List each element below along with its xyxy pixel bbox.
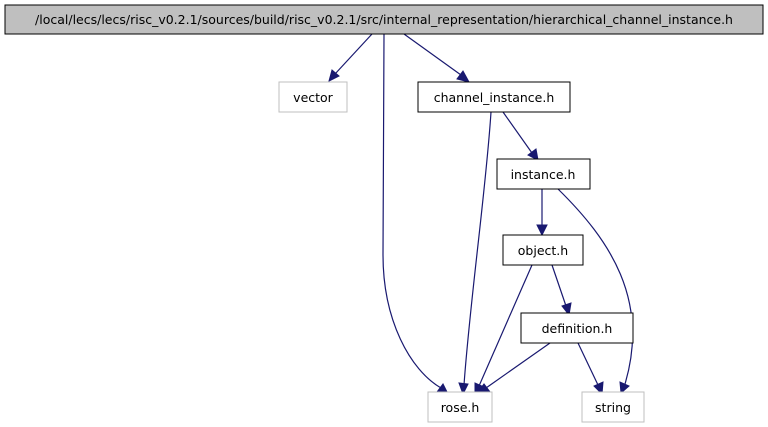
edge-definition-to-string-arrow [593, 381, 604, 396]
node-object[interactable]: object.h [502, 234, 584, 266]
edge-root-to-rose [382, 33, 442, 389]
edge-root-to-channel-instance [403, 33, 462, 76]
node-instance[interactable]: instance.h [496, 158, 591, 190]
node-definition-label: definition.h [542, 321, 613, 336]
edge-object-to-rose [478, 264, 533, 387]
edge-object-to-definition [551, 264, 567, 307]
node-definition[interactable]: definition.h [520, 312, 634, 344]
node-root-label: /local/lecs/lecs/risc_v0.2.1/sources/bui… [35, 12, 733, 27]
node-rose-label: rose.h [441, 400, 480, 415]
node-rose: rose.h [427, 391, 493, 423]
edge-definition-to-rose [485, 342, 551, 389]
node-string: string [581, 391, 645, 423]
edge-definition-to-string [577, 342, 599, 386]
edge-channel-instance-to-rose-arrow [458, 382, 469, 396]
edge-root-to-channel-instance-arrow [456, 70, 470, 83]
edge-instance-to-object-arrow [536, 224, 548, 237]
node-vector-label: vector [293, 90, 334, 105]
node-instance-label: instance.h [511, 167, 576, 182]
edge-channel-instance-to-instance-arrow [527, 148, 539, 161]
node-vector: vector [278, 81, 348, 113]
edge-object-to-definition-arrow [561, 302, 572, 317]
edge-root-to-vector-arrow [328, 69, 340, 82]
node-object-label: object.h [518, 243, 568, 258]
edge-instance-to-string-arrow [619, 381, 630, 395]
edge-channel-instance-to-instance [502, 111, 533, 154]
edge-channel-instance-to-rose [463, 111, 492, 386]
node-root[interactable]: /local/lecs/lecs/risc_v0.2.1/sources/bui… [4, 4, 764, 35]
edges [328, 33, 634, 396]
node-string-label: string [595, 400, 631, 415]
edge-root-to-vector [334, 33, 373, 75]
node-channel-instance-label: channel_instance.h [434, 90, 555, 105]
edge-instance-to-string [557, 188, 634, 385]
node-channel-instance[interactable]: channel_instance.h [417, 81, 571, 113]
